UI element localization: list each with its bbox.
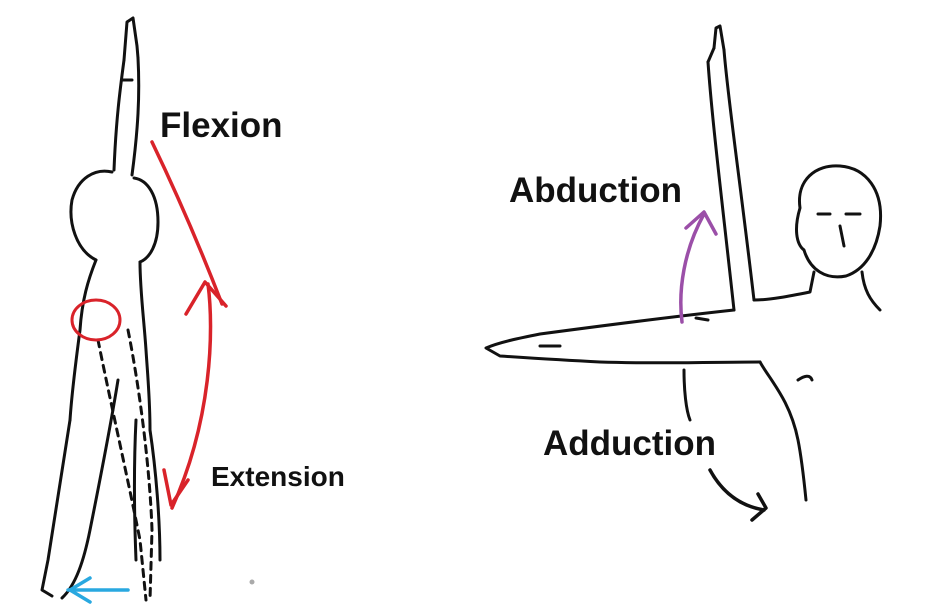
- abduction-arrow: [679, 210, 718, 324]
- abduction-label: Abduction: [509, 171, 683, 210]
- hip-joint-marker: [70, 298, 122, 342]
- adduction-label: Adduction: [543, 424, 717, 463]
- extension-arc: [170, 282, 213, 510]
- standing-figure-outline: [40, 16, 162, 602]
- flexion-extension-arrows: [150, 140, 228, 510]
- front-figure-outline: [484, 24, 883, 502]
- extension-label: Extension: [211, 461, 345, 492]
- flexion-label: Flexion: [160, 106, 283, 145]
- adduction-arrow: [708, 468, 768, 522]
- flexion-arrowhead: [184, 280, 228, 316]
- flexion-arc: [150, 140, 224, 306]
- foot-arrow: [66, 576, 130, 604]
- stray-mark: [249, 579, 255, 585]
- extension-arrowhead: [162, 468, 190, 507]
